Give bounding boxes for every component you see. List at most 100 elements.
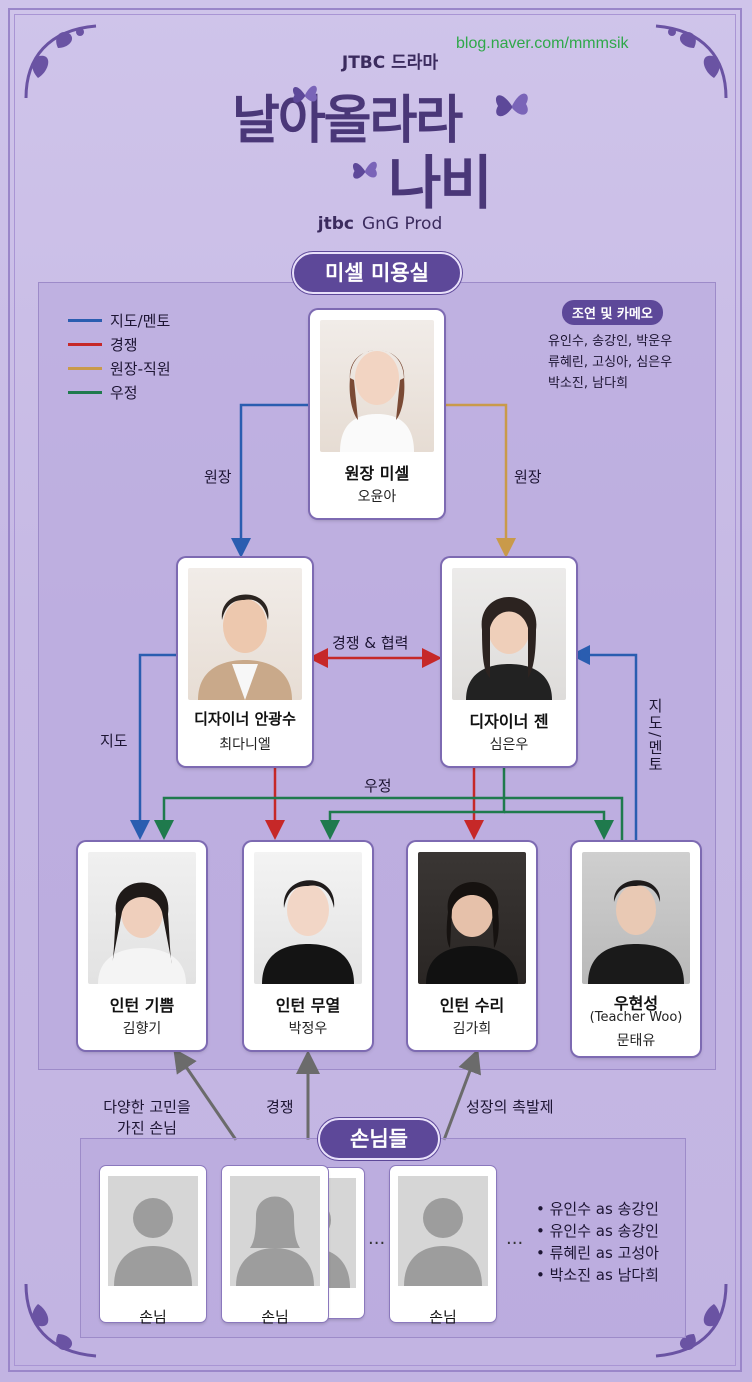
legend-label: 우정 (110, 383, 138, 402)
card-gippeum[interactable]: 인턴 기쁨 김향기 (78, 842, 206, 1050)
label-friendship: 우정 (364, 777, 392, 795)
character-name-english: (Teacher Woo) (589, 1010, 683, 1025)
portrait (188, 568, 302, 700)
portrait (320, 320, 434, 452)
character-name: 인턴 무열 (275, 996, 341, 1015)
legend-label: 원장-직원 (110, 359, 171, 378)
connector-director-ahn (231, 403, 310, 558)
watermark: blog.naver.com/mmmsik (456, 35, 629, 52)
cameo-line: 류혜린, 고싱아, 심은우 (548, 355, 673, 370)
guest-cast-list: • 유인수 as 송강인 • 유인수 as 송강인 • 류혜린 as 고성아 •… (536, 1198, 659, 1286)
cameo-line: 유인수, 송강인, 박운우 (548, 334, 673, 349)
portrait (418, 852, 526, 984)
drama-title: 날아올라라 나비 (210, 78, 540, 217)
card-ahn[interactable]: 디자이너 안광수 최다니엘 (178, 558, 312, 766)
guest-ellipsis: ... (506, 1228, 524, 1249)
portrait (88, 852, 196, 984)
label-mentor: 지도/멘토 (646, 698, 664, 774)
actor-name: 김향기 (122, 1021, 162, 1037)
character-name: 디자이너 젠 (469, 712, 549, 731)
list-item: • 유인수 as 송강인 (536, 1200, 659, 1218)
legend-item-rival: 경쟁 (68, 332, 171, 356)
list-item: • 유인수 as 송강인 (536, 1222, 659, 1240)
butterfly-ornament-icon (655, 24, 728, 99)
cameo-tag: 조연 및 카메오 (562, 300, 663, 325)
connector-guide (130, 653, 178, 840)
inner-border (14, 14, 736, 1366)
guest-cast-entry: 유인수 as 송강인 (549, 1200, 659, 1218)
character-name: 우현성 (613, 994, 659, 1013)
gng-prod-logo: GnG Prod (361, 214, 443, 234)
guest-card[interactable]: 손님 (100, 1166, 206, 1326)
guest-ellipsis: ... (368, 1228, 386, 1249)
connector-mentor (570, 645, 638, 842)
character-name: 인턴 수리 (439, 996, 505, 1015)
butterfly-icon (495, 93, 528, 117)
legend-item-friend: 우정 (68, 380, 171, 404)
connector-guests-suri (442, 1048, 482, 1141)
label-rivalry: 경쟁 & 협력 (332, 634, 409, 652)
butterfly-icon (292, 85, 317, 103)
guest-silhouette-icon (230, 1176, 320, 1286)
label-director-right: 원장 (514, 468, 542, 486)
butterfly-icon (352, 161, 377, 179)
card-muyeol[interactable]: 인턴 무열 박정우 (244, 842, 372, 1050)
actor-name: 김가희 (452, 1021, 492, 1037)
legend-item-mentor: 지도/멘토 (68, 308, 171, 332)
guest-cast-entry: 유인수 as 송강인 (549, 1222, 659, 1240)
label-guests-left-line2: 가진 손님 (117, 1119, 177, 1137)
card-jen[interactable]: 디자이너 젠 심은우 (442, 558, 576, 766)
butterfly-ornament-icon (24, 1283, 97, 1358)
guest-label: 손님 (261, 1308, 289, 1326)
guest-label: 손님 (139, 1308, 167, 1326)
connector-friendship-2 (320, 766, 506, 840)
legend-label: 지도/멘토 (110, 311, 171, 330)
drama-subtitle: JTBC 드라마 (341, 53, 439, 73)
connector-guests-gippeum (173, 1048, 238, 1141)
portrait (582, 852, 690, 984)
guest-card[interactable]: 손님 (222, 1166, 328, 1326)
actor-name: 심은우 (489, 737, 529, 753)
label-guests-left-line1: 다양한 고민을 (103, 1098, 191, 1116)
connector-friendship-1 (154, 796, 624, 842)
guest-cast-entry: 박소진 as 남다희 (549, 1266, 659, 1284)
title-line-2: 나비 (388, 149, 493, 217)
salon-section-title: 미셀 미용실 (292, 252, 462, 294)
legend-swatch (68, 390, 102, 394)
jtbc-logo: jtbc (317, 214, 354, 234)
production-logos: jtbc GnG Prod (300, 214, 460, 234)
guest-cast-entry: 류혜린 as 고성아 (549, 1244, 659, 1262)
title-line-1: 날아올라라 (232, 91, 463, 151)
actor-name: 오윤아 (357, 489, 397, 505)
cameo-line: 박소진, 남다희 (548, 376, 629, 391)
guest-silhouette-icon (108, 1176, 198, 1286)
legend-swatch (68, 318, 102, 322)
legend: 지도/멘토 경쟁 원장-직원 우정 (68, 308, 171, 404)
guests-section-title: 손님들 (318, 1118, 440, 1160)
outer-border (8, 8, 742, 1372)
butterfly-ornament-icon (24, 24, 97, 99)
guest-silhouette-icon (398, 1176, 488, 1286)
label-guests-mid: 경쟁 (266, 1098, 294, 1116)
actor-name: 문태유 (616, 1033, 656, 1049)
guest-card[interactable]: 손님 (390, 1166, 496, 1326)
portrait (452, 568, 566, 700)
label-guests-right: 성장의 촉발제 (466, 1098, 554, 1116)
character-name: 인턴 기쁨 (109, 996, 175, 1015)
legend-label: 경쟁 (110, 335, 138, 354)
connector-director-jen (442, 403, 516, 558)
guest-label: 손님 (429, 1308, 457, 1326)
character-name: 디자이너 안광수 (194, 710, 296, 728)
cameo-box: 조연 및 카메오 유인수, 송강인, 박운우 류혜린, 고싱아, 심은우 박소진… (548, 300, 698, 394)
legend-item-staff: 원장-직원 (68, 356, 171, 380)
card-michelle[interactable]: 원장 미셀 오윤아 (310, 310, 444, 518)
card-suri[interactable]: 인턴 수리 김가희 (408, 842, 536, 1050)
card-woo[interactable]: 우현성 (Teacher Woo) 문태유 (572, 842, 700, 1056)
actor-name: 최다니엘 (219, 737, 271, 753)
label-director-left: 원장 (204, 468, 232, 486)
legend-swatch (68, 342, 102, 346)
list-item: • 류혜린 as 고성아 (536, 1244, 659, 1262)
